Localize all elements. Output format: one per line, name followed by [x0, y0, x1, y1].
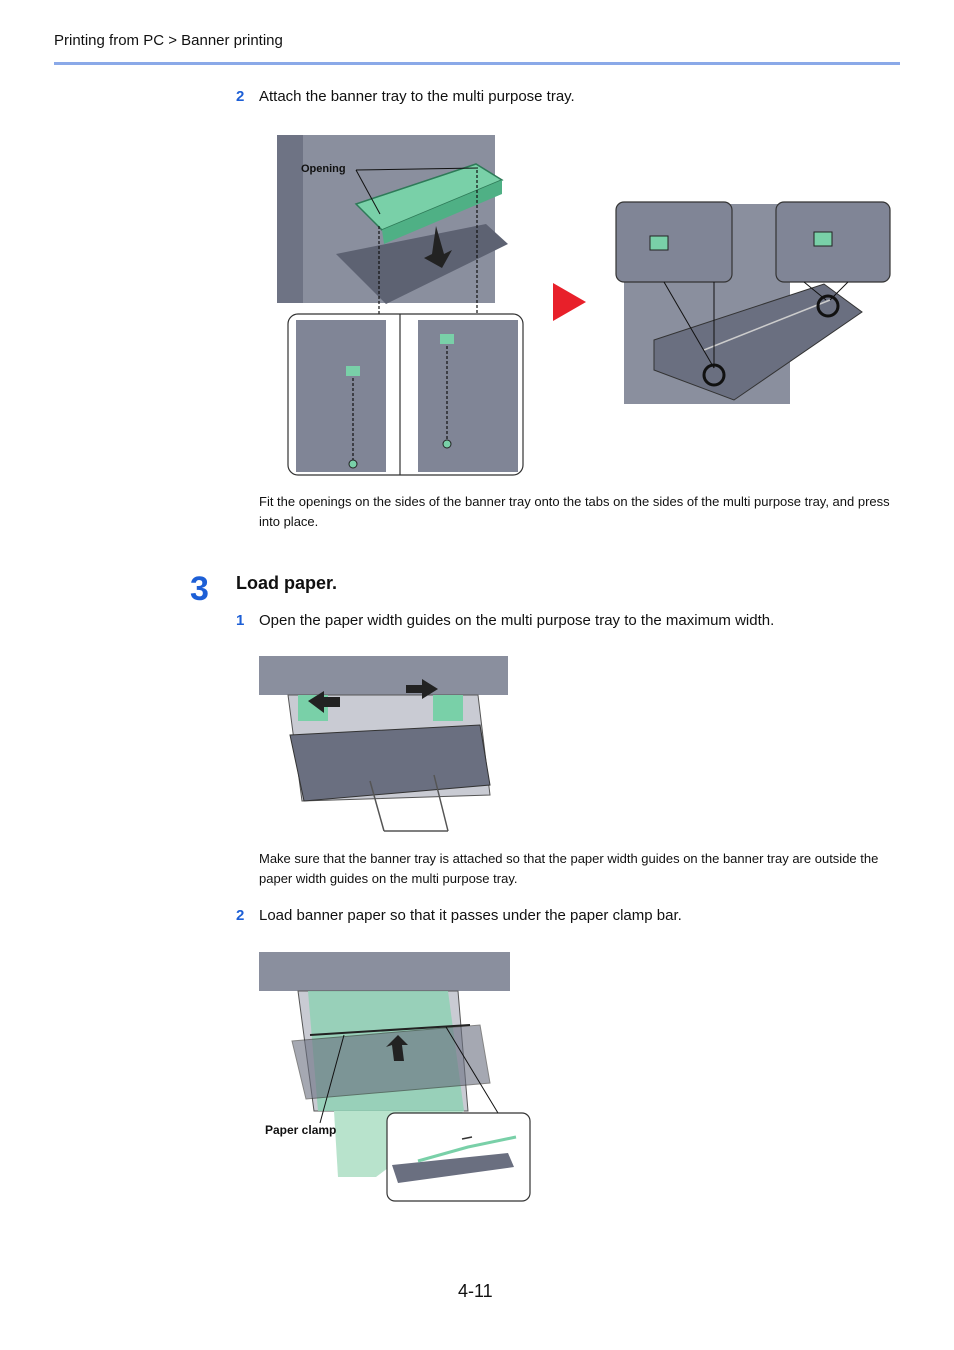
step-number: 2	[236, 907, 245, 924]
next-arrow-icon	[553, 283, 586, 321]
step-note: Fit the openings on the sides of the ban…	[259, 494, 890, 529]
step-number: 2	[236, 88, 245, 105]
page-number: 4-11	[458, 1281, 493, 1301]
section-heading: Load paper.	[236, 573, 338, 593]
opening-callout: Opening	[301, 163, 346, 175]
section-number: 3	[190, 570, 209, 608]
step-text: Load banner paper so that it passes unde…	[259, 907, 682, 924]
attach-banner-tray-illustration: Opening	[277, 135, 524, 476]
attached-banner-tray-illustration	[615, 201, 891, 404]
load-banner-paper-illustration: Paper clamp	[259, 952, 531, 1202]
step-number: 1	[236, 612, 245, 629]
breadcrumb: Printing from PC > Banner printing	[54, 32, 283, 49]
step-text: Attach the banner tray to the multi purp…	[259, 88, 575, 105]
step-text: Open the paper width guides on the multi…	[259, 612, 775, 629]
width-guides-illustration	[259, 656, 508, 832]
step-note: Make sure that the banner tray is attach…	[259, 851, 879, 886]
paper-clamp-callout: Paper clamp	[265, 1123, 336, 1137]
header-rule	[54, 62, 900, 65]
